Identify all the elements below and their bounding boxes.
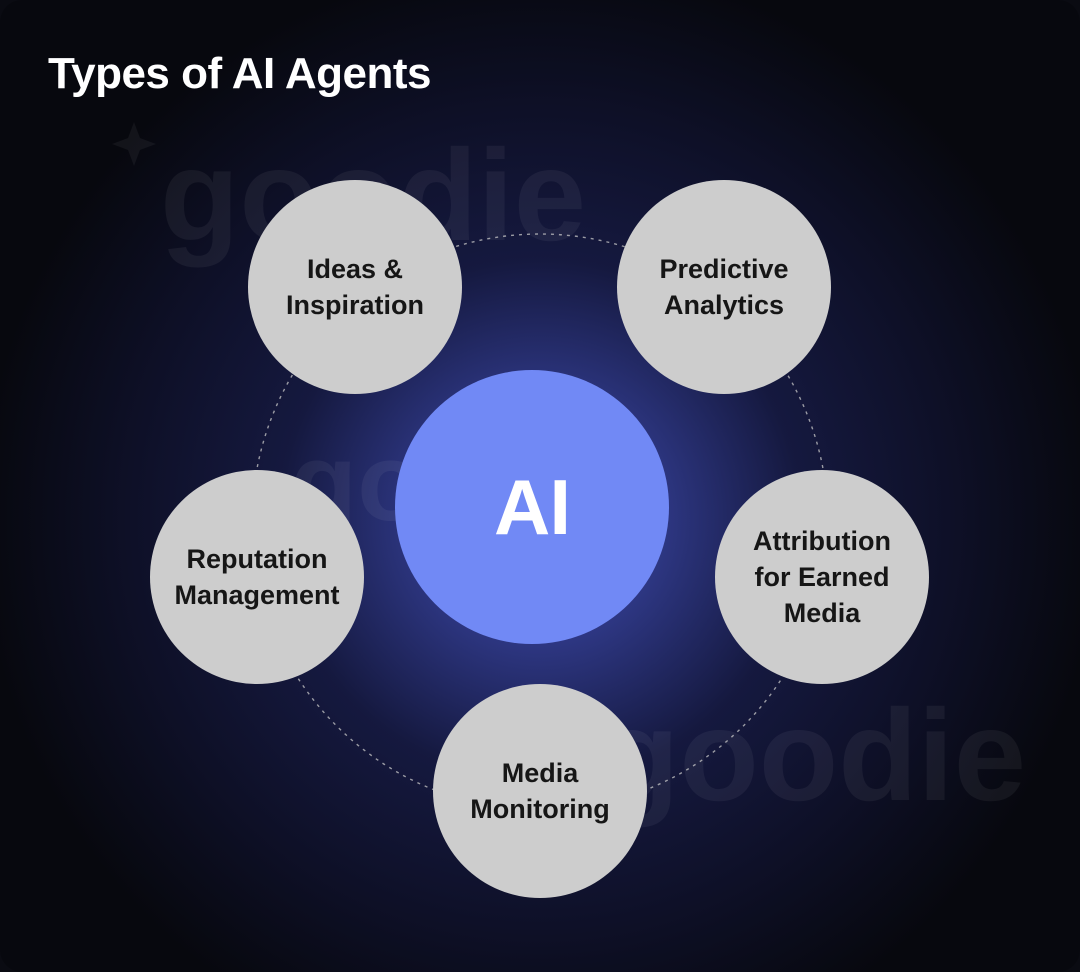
node-label-line: Media (783, 598, 861, 628)
node-label-line: Attribution (753, 526, 891, 556)
node-label-line: Management (174, 580, 340, 610)
center-label: AI (494, 462, 571, 551)
node-attribution-earned-media: Attribution for Earned Media (715, 470, 929, 684)
svg-text:goodie: goodie (600, 682, 1026, 828)
node-label-line: Reputation (186, 544, 328, 574)
center-ai-node: AI (395, 370, 669, 644)
node-ideas-inspiration: Ideas & Inspiration (248, 180, 462, 394)
node-label-line: Media (501, 758, 579, 788)
node-reputation-management: Reputation Management (150, 470, 364, 684)
page-title: Types of AI Agents (48, 49, 431, 98)
node-label-line: Analytics (663, 290, 785, 320)
node-label-line: Predictive (659, 254, 789, 284)
node-media-monitoring: Media Monitoring (433, 684, 647, 898)
node-label-line: Inspiration (285, 290, 424, 320)
node-label-line: Monitoring (470, 794, 610, 824)
node-predictive-analytics: Predictive Analytics (617, 180, 831, 394)
node-label-line: Ideas & (306, 254, 404, 284)
sparkle-icon (112, 122, 156, 166)
node-label-line: for Earned (754, 562, 890, 592)
